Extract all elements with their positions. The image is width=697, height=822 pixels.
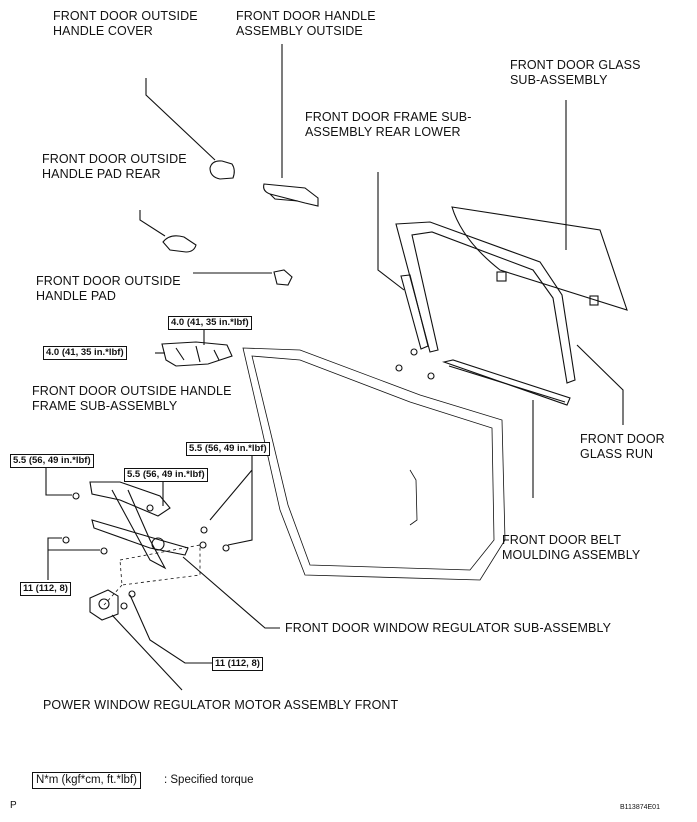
leader-motor xyxy=(111,614,183,691)
handle-assembly-part xyxy=(263,183,319,207)
label-glass-run: FRONT DOOR GLASS RUN xyxy=(580,432,665,461)
label-motor: POWER WINDOW REGULATOR MOTOR ASSEMBLY FR… xyxy=(43,698,399,712)
regulator-part xyxy=(89,481,171,517)
label-pad-rear: FRONT DOOR OUTSIDE HANDLE PAD REAR xyxy=(42,152,187,181)
torque-box-7: 11 (112, 8) xyxy=(212,657,263,671)
handle-cover-part xyxy=(209,160,235,180)
pad-rear-part xyxy=(162,235,197,253)
label-glass: FRONT DOOR GLASS SUB-ASSEMBLY xyxy=(510,58,641,87)
torque-box-6: 11 (112, 8) xyxy=(20,582,71,596)
door-panel-outline xyxy=(242,347,506,581)
leader-t7 xyxy=(129,594,220,664)
leader-glass-run xyxy=(576,344,624,425)
label-pad: FRONT DOOR OUTSIDE HANDLE PAD xyxy=(36,274,181,303)
glass-run-part xyxy=(395,221,576,384)
torque-box-2: 4.0 (41, 35 in.*lbf) xyxy=(43,346,127,360)
torque-box-1: 4.0 (41, 35 in.*lbf) xyxy=(168,316,252,330)
torque-box-3: 5.5 (56, 49 in.*lbf) xyxy=(10,454,94,468)
label-regulator: FRONT DOOR WINDOW REGULATOR SUB-ASSEMBLY xyxy=(285,621,612,635)
label-handle-assembly: FRONT DOOR HANDLE ASSEMBLY OUTSIDE xyxy=(236,9,376,38)
leader-frame-rear-lower xyxy=(377,172,405,291)
figure-code: B113874E01 xyxy=(620,804,660,811)
label-frame-rear-lower: FRONT DOOR FRAME SUB- ASSEMBLY REAR LOWE… xyxy=(305,110,472,139)
label-handle-frame: FRONT DOOR OUTSIDE HANDLE FRAME SUB-ASSE… xyxy=(32,384,232,413)
glass-part xyxy=(451,206,628,311)
leader-regulator xyxy=(182,556,280,629)
label-handle-cover: FRONT DOOR OUTSIDE HANDLE COVER xyxy=(53,9,198,38)
torque-box-5: 5.5 (56, 49 in.*lbf) xyxy=(186,442,270,456)
leader-handle-cover xyxy=(145,78,216,161)
belt-moulding-part xyxy=(441,359,571,406)
torque-box-4: 5.5 (56, 49 in.*lbf) xyxy=(124,468,208,482)
leader-pad-rear xyxy=(139,210,166,237)
label-belt-moulding: FRONT DOOR BELT MOULDING ASSEMBLY xyxy=(502,533,641,562)
handle-frame-part xyxy=(161,341,233,367)
frame-rear-lower-part xyxy=(400,274,429,350)
leader-t5 xyxy=(209,455,253,546)
page-mark: P xyxy=(10,800,17,811)
legend-torque-box: N*m (kgf*cm, ft.*lbf) xyxy=(32,772,141,789)
leader-t6 xyxy=(47,537,100,580)
pad-part xyxy=(273,269,293,286)
leader-t3 xyxy=(45,466,72,496)
legend-text: : Specified torque xyxy=(164,774,254,786)
motor-part xyxy=(89,589,119,621)
